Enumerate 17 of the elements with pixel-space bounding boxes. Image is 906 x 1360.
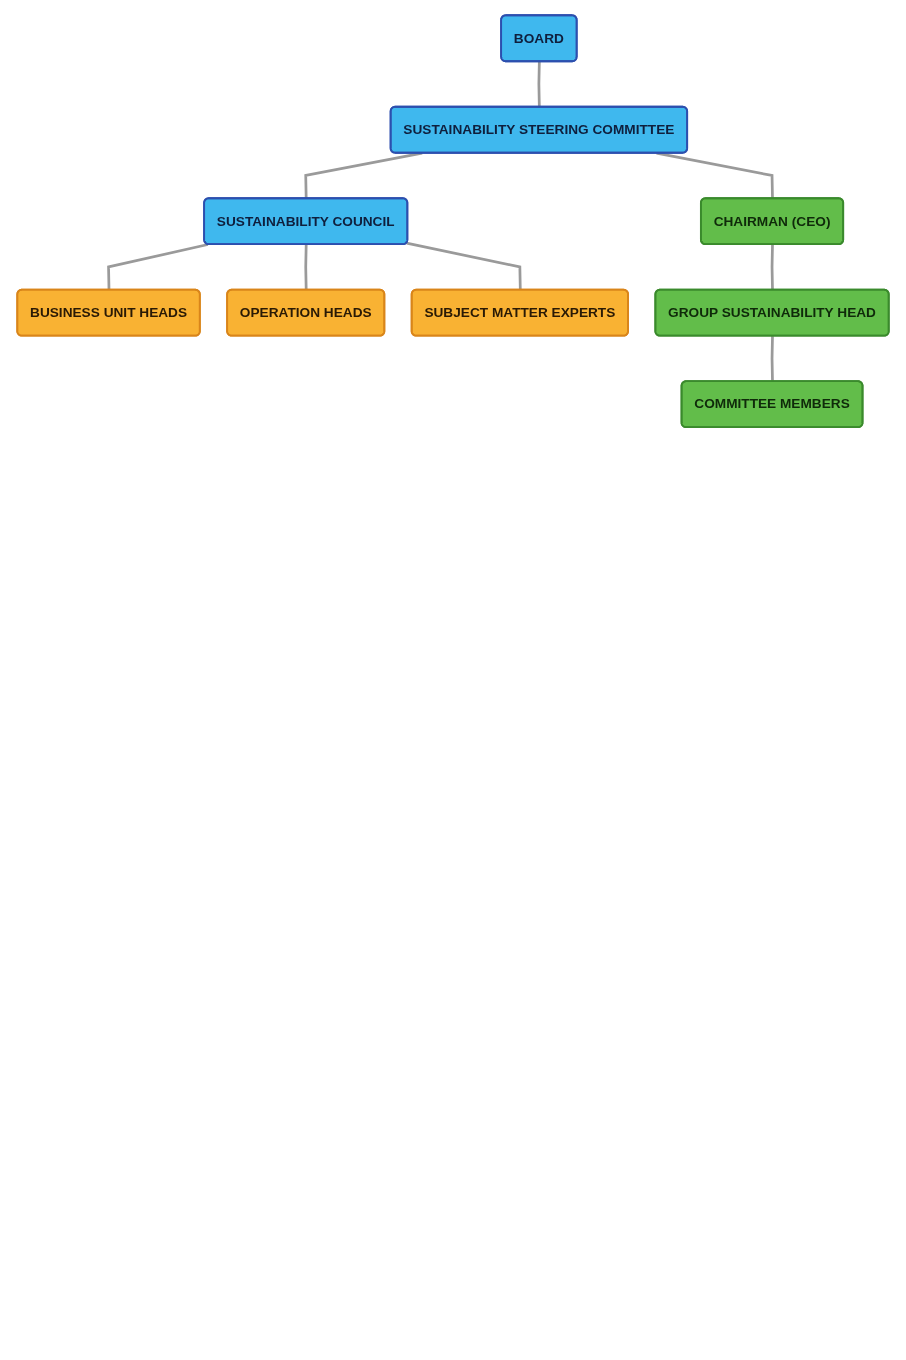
process-box: BOARD [500,14,578,63]
process-box: CHAIRMAN (CEO) [700,197,845,246]
connector-line [770,336,774,382]
process-box: OPERATION HEADS [226,288,386,337]
process-box: SUSTAINABILITY COUNCIL [203,197,409,246]
connector-line [107,243,209,291]
connector-line [304,151,423,199]
process-box: COMMITTEE MEMBERS [680,380,864,429]
connector-line [656,151,774,199]
connector-line [537,61,541,108]
connector-line [304,244,308,291]
process-box: GROUP SUSTAINABILITY HEAD [654,288,890,337]
process-box: SUSTAINABILITY STEERING COMMITTEE [389,105,689,154]
connector-line [406,241,522,291]
process-box: SUBJECT MATTER EXPERTS [410,288,629,337]
process-box: BUSINESS UNIT HEADS [16,288,201,337]
connector-line [770,244,774,291]
